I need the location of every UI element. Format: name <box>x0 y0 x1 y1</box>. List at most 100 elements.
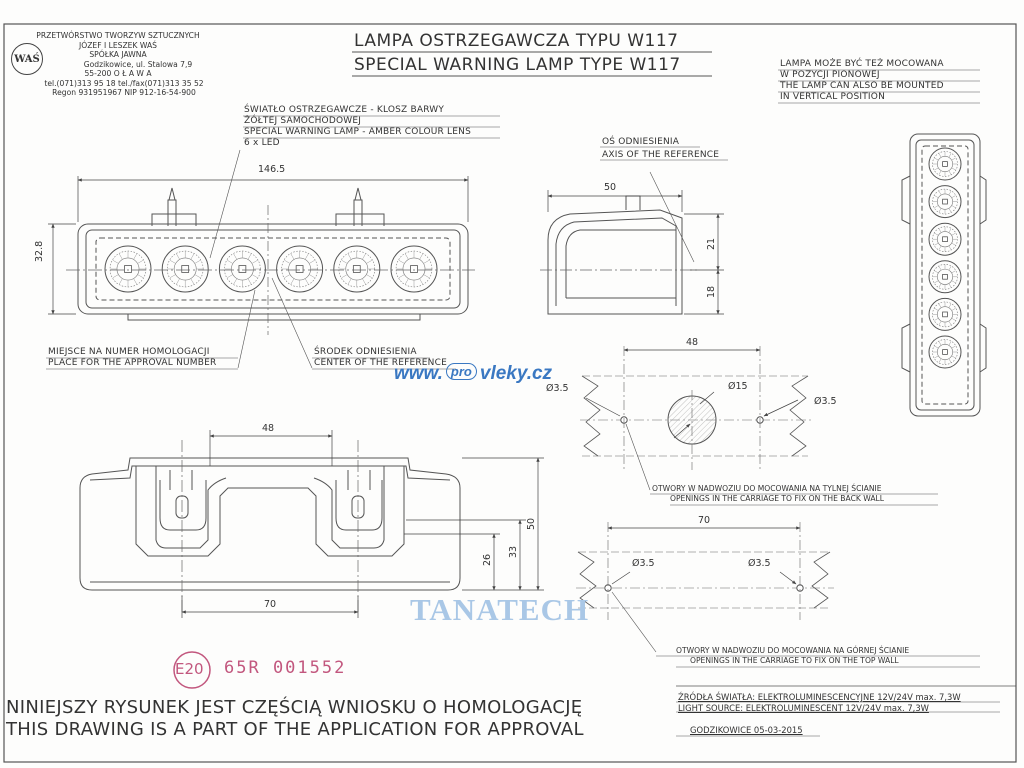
led-lens <box>928 335 962 369</box>
vertical-view <box>901 133 987 417</box>
dim-side-width <box>547 190 683 212</box>
top-wall-note-line: OPENINGS IN THE CARRIAGE TO FIX ON THE T… <box>690 655 899 665</box>
light-source-en: LIGHT SOURCE: ELEKTROLUMINESCENT 12V/24V… <box>678 703 929 713</box>
back-wall-note-line: OPENINGS IN THE CARRIAGE TO FIX ON THE B… <box>670 493 885 503</box>
vertical-note-line: W POZYCJI PIONOWEJ <box>780 70 880 80</box>
dim-holes2-right-label: Ø3.5 <box>748 558 771 569</box>
company-block: PRZETWÓRSTWO TWORZYW SZTUCZNYCH JÓZEF I … <box>19 31 217 98</box>
center-label-line: CENTER OF THE REFERENCE <box>314 358 447 368</box>
dim-back-bottom-label: 70 <box>264 599 277 610</box>
front-leds <box>104 245 438 293</box>
company-logo-text: WAŚ <box>14 53 40 65</box>
dim-back-heights <box>404 457 544 591</box>
company-line: JÓZEF I LESZEK WAŚ <box>78 40 157 50</box>
dim-back-top <box>209 430 333 466</box>
company-line: 55-200 O Ł A W A <box>84 69 152 78</box>
back-wall-holes <box>580 346 938 506</box>
led-lens <box>928 185 962 219</box>
dim-back-h1-label: 26 <box>482 553 493 566</box>
company-line: Godzikowice, ul. Stalowa 7,9 <box>83 59 193 69</box>
top-wall-holes <box>576 522 980 668</box>
center-label-line: ŚRODEK ODNIESIENIA <box>314 347 417 357</box>
led-lens <box>276 245 324 293</box>
approval-label: MIEJSCE NA NUMER HOMOLOGACJI PLACE FOR T… <box>48 347 216 369</box>
dim-holes2-left-label: Ø3.5 <box>632 558 655 569</box>
leader-axis <box>649 171 695 263</box>
e-mark: E20 <box>175 660 204 678</box>
dim-back-top-label: 48 <box>262 423 275 434</box>
approval-label-line: MIEJSCE NA NUMER HOMOLOGACJI <box>48 347 210 357</box>
dim-back-h2-label: 33 <box>508 545 519 558</box>
watermark-site-pro: pro <box>445 363 477 380</box>
statement-pl: NINIEJSZY RYSUNEK JEST CZĘŚCIĄ WNIOSKU O… <box>6 697 583 718</box>
dim-side-lower-label: 18 <box>706 285 717 298</box>
back-view <box>79 457 461 591</box>
axis-label-line: AXIS OF THE REFERENCE <box>602 150 720 160</box>
center-label: ŚRODEK ODNIESIENIA CENTER OF THE REFEREN… <box>314 347 447 369</box>
led-lens <box>333 245 381 293</box>
title-en: SPECIAL WARNING LAMP TYPE W117 <box>354 55 681 75</box>
watermark-site-post: vleky.cz <box>479 363 553 384</box>
company-logo: WAŚ <box>11 43 43 75</box>
lens-label-line: SPECIAL WARNING LAMP - AMBER COLOUR LENS <box>244 127 471 137</box>
dim-holes1-width-label: 48 <box>686 337 699 348</box>
axis-label-line: OŚ ODNIESIENIA <box>602 137 680 147</box>
approval-number: 65R 001552 <box>224 658 347 678</box>
leader-center <box>271 277 313 369</box>
vertical-note-line: THE LAMP CAN ALSO BE MOUNTED <box>780 81 944 91</box>
led-lens <box>928 147 962 181</box>
dim-holes1-left-label: Ø3.5 <box>546 383 569 394</box>
back-wall-note-line: OTWORY W NADWOZIU DO MOCOWANIA NA TYLNEJ… <box>652 484 882 493</box>
lens-label: ŚWIATŁO OSTRZEGAWCZE - KLOSZ BARWY ŻÓŁTE… <box>244 105 471 149</box>
lens-label-line: 6 x LED <box>244 138 280 148</box>
dim-holes1-right-label: Ø3.5 <box>814 396 837 407</box>
lens-label-line: ŚWIATŁO OSTRZEGAWCZE - KLOSZ BARWY <box>244 105 445 115</box>
vertical-note: LAMPA MOŻE BYĆ TEŻ MOCOWANA W POZYCJI PI… <box>780 59 944 103</box>
led-lens <box>218 245 266 293</box>
dim-front-width-label: 146.5 <box>258 164 286 175</box>
dim-back-bottom <box>181 596 359 618</box>
lens-label-line: ŻÓŁTEJ SAMOCHODOWEJ <box>244 116 362 126</box>
company-line: PRZETWÓRSTWO TWORZYW SZTUCZNYCH <box>36 31 200 40</box>
dim-front-width <box>77 176 469 222</box>
leader-lens <box>209 149 241 259</box>
vertical-note-line: LAMPA MOŻE BYĆ TEŻ MOCOWANA <box>780 59 944 69</box>
company-line: SPÓŁKA JAWNA <box>89 50 147 59</box>
watermark-brand: TANATECH <box>410 592 590 627</box>
e-mark-circle <box>173 651 211 689</box>
dim-side-width-label: 50 <box>604 182 617 193</box>
side-view <box>547 195 683 315</box>
top-wall-note-line: OTWORY W NADWOZIU DO MOCOWANIA NA GÓRNEJ… <box>676 646 910 655</box>
approval-label-line: PLACE FOR THE APPROVAL NUMBER <box>48 358 217 368</box>
company-line: tel.(071)313 95 18 tel./fax(071)313 35 5… <box>44 78 204 88</box>
led-lens <box>104 245 152 293</box>
axis-label: OŚ ODNIESIENIA AXIS OF THE REFERENCE <box>602 136 719 162</box>
dim-side-height <box>684 213 724 315</box>
vertical-note-line: IN VERTICAL POSITION <box>780 92 886 102</box>
dim-side-upper-label: 21 <box>706 237 717 250</box>
top-wall-note: OTWORY W NADWOZIU DO MOCOWANIA NA GÓRNEJ… <box>676 646 909 665</box>
dim-holes2-width-label: 70 <box>698 515 711 526</box>
watermark-site-pre: www. <box>394 363 443 384</box>
dim-front-height-label: 32.8 <box>34 240 45 262</box>
led-lens <box>390 245 438 293</box>
led-lens <box>928 260 962 294</box>
sheet-border <box>3 23 1017 763</box>
statement-en: THIS DRAWING IS A PART OF THE APPLICATIO… <box>6 719 584 740</box>
dim-back-h3-label: 50 <box>526 517 537 530</box>
front-view <box>77 187 469 321</box>
leader-approval <box>237 289 256 369</box>
company-line: Regon 931951967 NIP 912-16-54-900 <box>52 88 196 97</box>
dim-front-height <box>48 223 76 315</box>
place-date: GODZIKOWICE 05-03-2015 <box>690 725 803 735</box>
dim-holes1-big-label: Ø15 <box>728 381 748 392</box>
back-wall-note: OTWORY W NADWOZIU DO MOCOWANIA NA TYLNEJ… <box>652 484 884 503</box>
led-lens <box>928 297 962 331</box>
light-source-pl: ŹRÓDŁA ŚWIATŁA: ELEKTROLUMINESCENCYJNE 1… <box>678 692 961 702</box>
title-pl: LAMPA OSTRZEGAWCZA TYPU W117 <box>354 31 679 51</box>
led-lens <box>161 245 209 293</box>
led-lens <box>928 222 962 256</box>
